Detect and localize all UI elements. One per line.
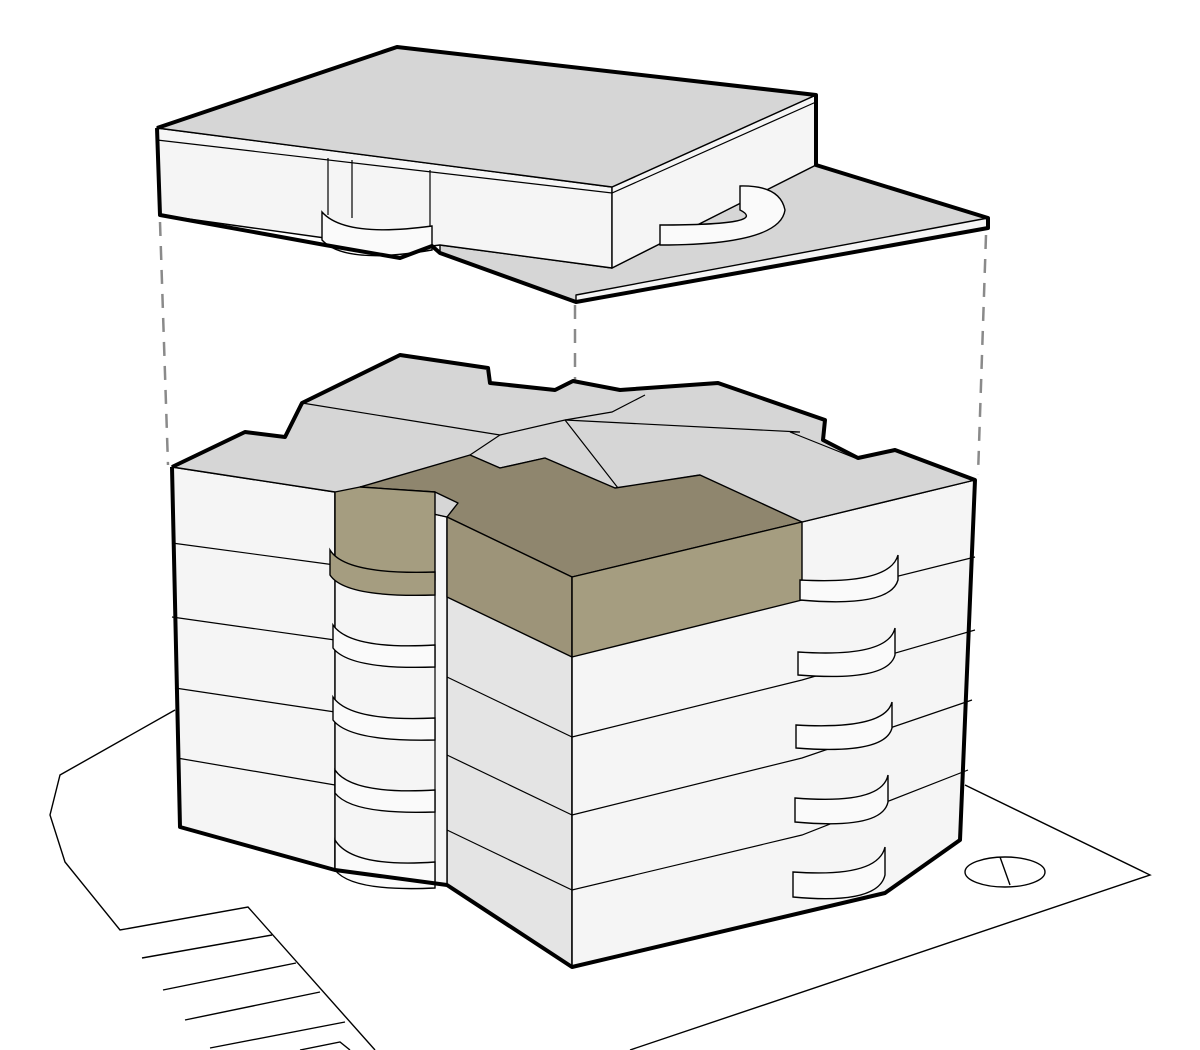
main-building	[170, 353, 977, 969]
building-outline	[170, 353, 977, 969]
site-plan-right	[629, 784, 1152, 1050]
highlighted-floor-top	[359, 454, 803, 578]
roof-balcony-right	[659, 185, 786, 246]
tree-symbol	[964, 856, 1046, 888]
balconies-left	[329, 547, 436, 890]
roof-outline	[155, 45, 990, 304]
balconies-right	[792, 554, 899, 900]
building-left-face	[171, 466, 336, 871]
site-plan-left	[49, 709, 376, 1050]
roof-slab	[155, 45, 990, 304]
roof-balcony-left	[321, 210, 433, 257]
